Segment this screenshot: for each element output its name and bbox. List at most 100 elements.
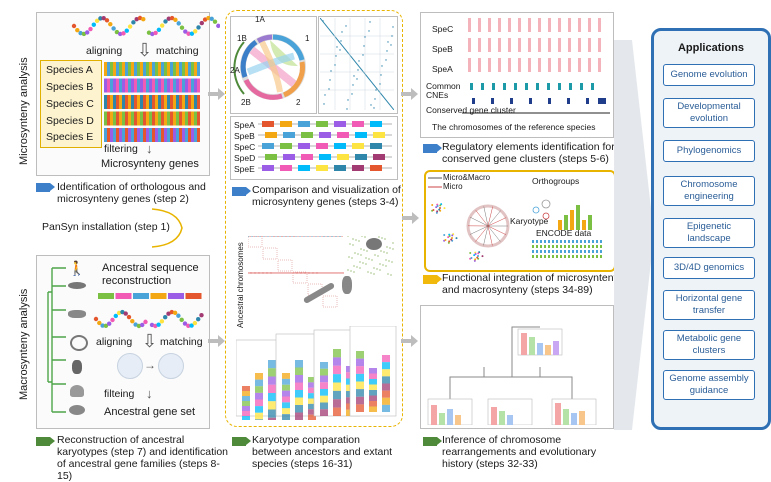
gene-stripe (152, 128, 155, 142)
chromosome-segment (242, 391, 250, 396)
dotplot-dot (351, 257, 352, 258)
flow-arrow-icon (208, 88, 226, 100)
gene-block (280, 143, 292, 149)
chromosome-segment (282, 397, 290, 403)
karyotype-bar (579, 411, 585, 425)
encode-track (532, 250, 534, 253)
cluster-dot (432, 209, 434, 211)
gene-block (316, 143, 328, 149)
dotplot-dot (276, 272, 277, 273)
species-label: Species D (46, 115, 94, 127)
chromosome-segment (333, 366, 341, 374)
microsynteny-side-label: Microsynteny analysis (18, 57, 30, 165)
gene-cluster-dots-icon (158, 353, 184, 379)
gene-stripe (107, 79, 110, 93)
gene-stripe (155, 79, 158, 93)
gene-stripe (134, 95, 137, 109)
dotplot-dot (370, 104, 371, 105)
gene-stripe (170, 95, 173, 109)
cne-mark (578, 58, 581, 72)
encode-track (556, 250, 558, 253)
dotplot-dot (374, 98, 375, 99)
dotplot-dot (392, 242, 393, 243)
species-label: Species A (46, 64, 93, 76)
chromosome-segment (295, 360, 303, 368)
dotplot-dot (387, 41, 388, 42)
dotplot-dot (339, 236, 340, 237)
gene-stripe (137, 62, 140, 76)
gene-stripe (158, 128, 161, 142)
encode-track (544, 255, 546, 258)
dotplot-dot (350, 270, 351, 271)
encode-track (600, 255, 602, 258)
encode-track (564, 255, 566, 258)
gene-stripe (131, 95, 134, 109)
cluster-dot (470, 257, 472, 259)
gene-stripe (143, 128, 146, 142)
dotplot-dot (257, 236, 258, 237)
gene-stripe (155, 62, 158, 76)
dotplot-dot (289, 236, 290, 237)
rearrangement-tree (422, 307, 610, 425)
gene-block (283, 154, 295, 160)
dotplot-dot (256, 272, 257, 273)
track-label: SpeA (234, 120, 255, 130)
cluster-dot (438, 209, 440, 211)
step-tag-icon (423, 275, 437, 284)
cne-mark (528, 38, 531, 52)
dotplot-dot (320, 272, 321, 273)
ortho-bar (582, 220, 586, 230)
dotplot-dot (294, 272, 295, 273)
dotplot-dot (282, 272, 283, 273)
dna-bead (196, 317, 200, 321)
application-item: Developmental evolution (663, 98, 755, 128)
dotplot-dot (329, 236, 330, 237)
arrow-down-icon: ↓ (146, 386, 153, 401)
gene-stripe (131, 79, 134, 93)
dna-bead (213, 20, 217, 24)
encode-track (560, 255, 562, 258)
gene-block (337, 154, 349, 160)
gene-stripe (107, 128, 110, 142)
dotplot-dot (392, 26, 393, 27)
dotplot-dot (328, 272, 329, 273)
gene-stripe (185, 62, 188, 76)
cluster-dot (448, 240, 450, 242)
dotplot-dot (375, 89, 376, 90)
encode-track (572, 245, 574, 248)
gene-stripe (185, 95, 188, 109)
step-tag-icon (36, 437, 50, 446)
gene-block (298, 143, 310, 149)
cne-mark (538, 18, 541, 32)
step-tag-icon (423, 437, 437, 446)
gene-stripe (110, 79, 113, 93)
karyotype-bar (553, 341, 559, 355)
dotplot-dot (357, 253, 358, 254)
encode-track (580, 240, 582, 243)
gene-stripe (116, 62, 119, 76)
dotplot-dot (280, 272, 281, 273)
encode-track (568, 255, 570, 258)
gene-stripe (131, 128, 134, 142)
dotplot-dot (297, 236, 298, 237)
encode-track (536, 255, 538, 258)
dotplot-dot (379, 269, 380, 270)
gene-block (265, 132, 277, 138)
gene-block (298, 165, 310, 171)
gene-stripe (143, 79, 146, 93)
dna-bead (127, 315, 131, 319)
chromosome-segment (333, 349, 341, 357)
gene-stripe (155, 128, 158, 142)
common-cnes-label: Common CNEs (426, 82, 458, 100)
cne-mark (538, 38, 541, 52)
gene-stripe (191, 79, 194, 93)
gene-block (262, 165, 274, 171)
chromosome-segment (382, 369, 390, 376)
dotplot-dot (368, 258, 369, 259)
dotplot-dot (286, 272, 287, 273)
chromosomes-label: The chromosomes of the reference species (432, 122, 595, 132)
gene-tracks (258, 118, 392, 176)
cne-row-label: SpeB (432, 44, 453, 54)
gene-stripe (194, 79, 197, 93)
gene-stripe (167, 95, 170, 109)
